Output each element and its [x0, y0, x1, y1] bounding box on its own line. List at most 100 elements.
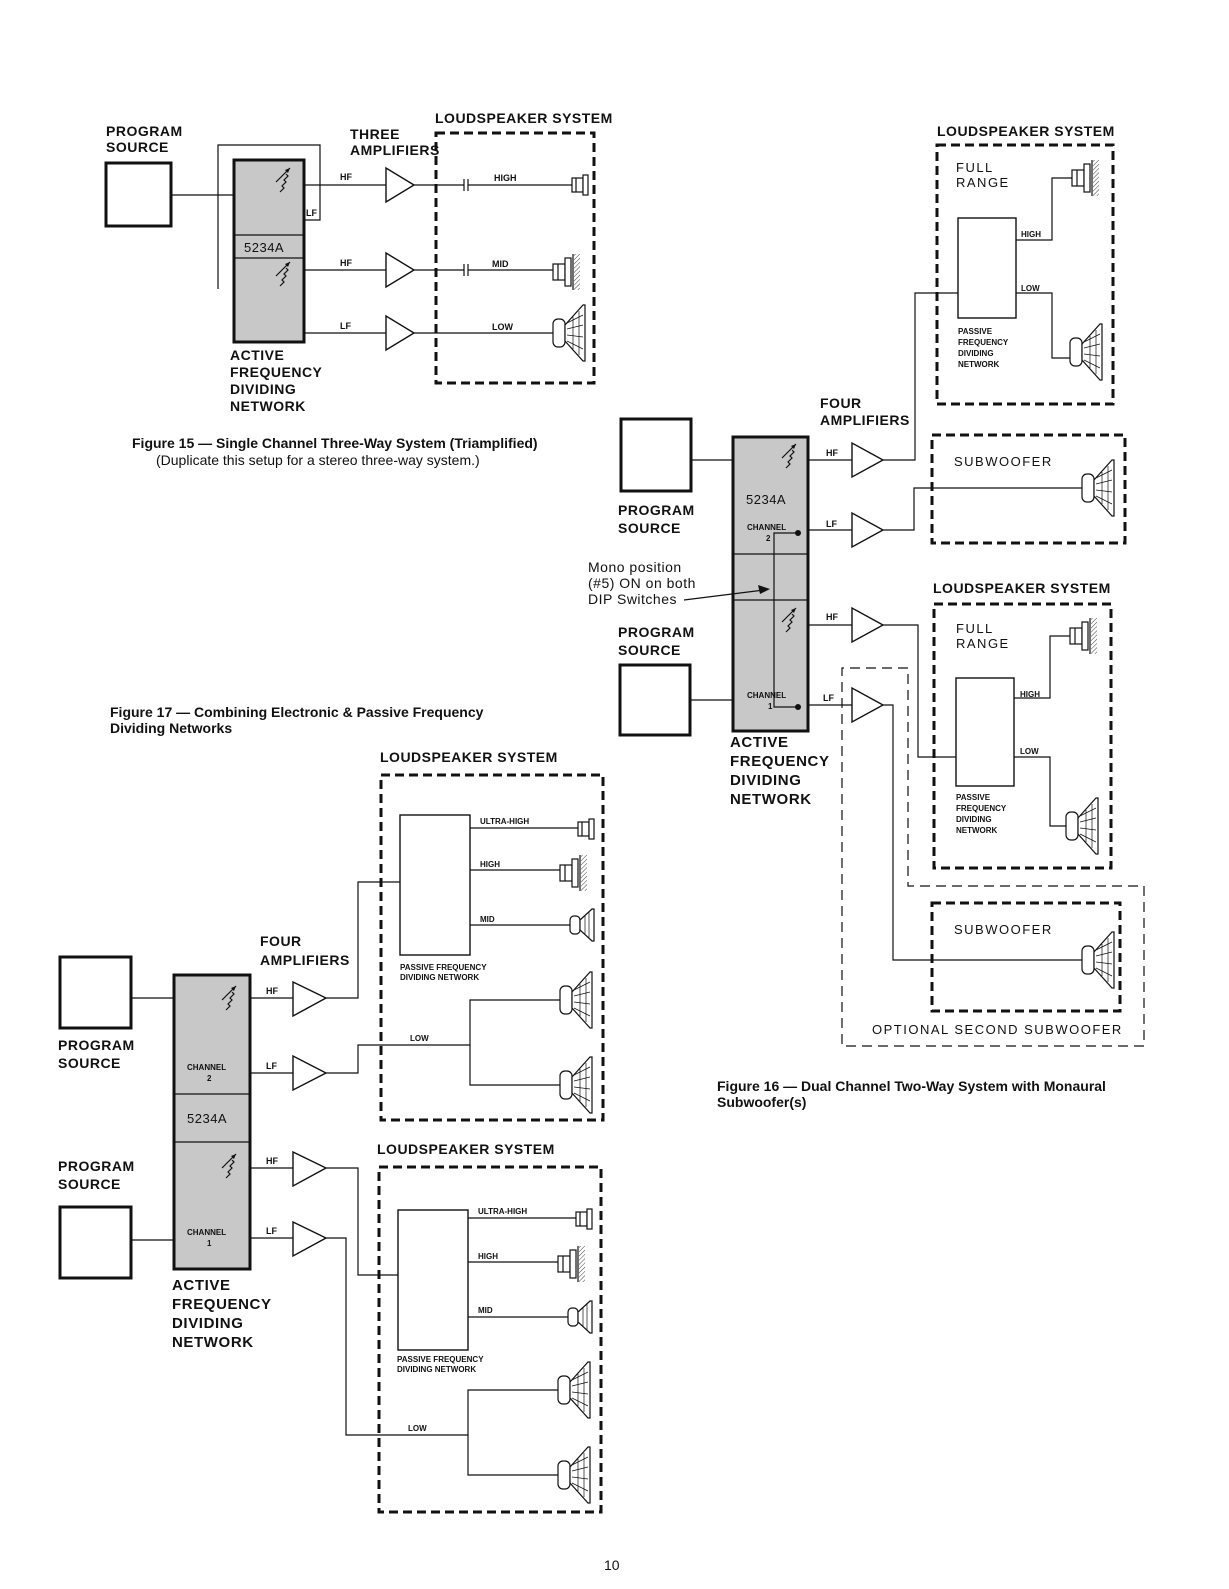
fig16-woofer-icon-1 — [1069, 323, 1103, 381]
fig15-model: 5234A — [244, 240, 284, 255]
fig17-four-label: FOUR — [260, 933, 302, 949]
fig16-program-source-box-1 — [619, 417, 693, 493]
fig16-channel2-num: 2 — [766, 534, 771, 543]
fig16-full-range-2a: FULL — [956, 621, 994, 636]
fig17-passive-label-2b: DIVIDING NETWORK — [397, 1365, 476, 1374]
fig16-caption-2: Subwoofer(s) — [717, 1094, 806, 1110]
fig17-amplifiers-label: AMPLIFIERS — [260, 952, 350, 968]
fig16-mono-note-2: (#5) ON on both — [588, 575, 696, 591]
fig17-ultra-tweeter-2 — [575, 1208, 593, 1230]
fig17-channel2-label: CHANNEL — [187, 1063, 226, 1072]
fig16-mono-note-1: Mono position — [588, 559, 682, 575]
fig17-woofer-1b — [559, 1056, 593, 1114]
fig16-loudspeaker-system-label-1: LOUDSPEAKER SYSTEM — [937, 123, 1115, 139]
fig17-high-driver-2 — [557, 1245, 586, 1283]
fig17-passive-box-1 — [399, 814, 471, 956]
fig17-network-label-1: ACTIVE — [172, 1277, 231, 1294]
fig17-low-label-1: LOW — [410, 1034, 429, 1043]
fig17-channel2-num: 2 — [207, 1074, 212, 1083]
figure-17: Figure 17 — Combining Electronic & Passi… — [58, 704, 605, 1514]
fig16-full-range-1a: FULL — [956, 160, 994, 175]
fig15-tweeter-icon — [571, 174, 589, 196]
fig16-program-label-2b: SOURCE — [618, 642, 681, 658]
fig16-passive-label-2d: NETWORK — [956, 826, 998, 835]
fig16-channel2-label: CHANNEL — [747, 523, 786, 532]
fig17-lf-label-1: LF — [266, 1061, 277, 1071]
fig16-program-source-box-2 — [618, 663, 692, 737]
fig17-hf-label-2: HF — [266, 1156, 278, 1166]
fig15-program-source-label-2: SOURCE — [106, 139, 169, 155]
fig17-loudspeaker-system-label-1: LOUDSPEAKER SYSTEM — [380, 749, 558, 765]
fig15-hf-label-2: HF — [340, 258, 352, 268]
fig16-passive-box-2 — [955, 677, 1015, 787]
fig16-passive-label-2b: FREQUENCY — [956, 804, 1007, 813]
fig17-lf-label-2: LF — [266, 1226, 277, 1236]
fig17-amplifier-2 — [292, 1054, 328, 1092]
fig16-channel1-label: CHANNEL — [747, 691, 786, 700]
fig15-active-network-box — [232, 158, 306, 344]
fig16-amplifier-4 — [851, 686, 885, 724]
fig17-network-label-3: DIVIDING — [172, 1315, 243, 1332]
fig16-low-label-2: LOW — [1020, 747, 1039, 756]
fig15-network-label-4: NETWORK — [230, 398, 306, 414]
fig17-program-label-2a: PROGRAM — [58, 1158, 135, 1174]
fig17-passive-label-2a: PASSIVE FREQUENCY — [397, 1355, 484, 1364]
fig16-subwoofer-label-1: SUBWOOFER — [954, 454, 1053, 469]
fig15-network-label-1: ACTIVE — [230, 347, 284, 363]
page-number: 10 — [604, 1557, 620, 1573]
fig16-channel1-num: 1 — [768, 702, 773, 711]
fig16-woofer-icon-2 — [1065, 797, 1099, 855]
fig16-network-label-4: NETWORK — [730, 791, 812, 808]
fig17-high-driver-1 — [559, 854, 588, 892]
fig16-high-label-2: HIGH — [1020, 690, 1040, 699]
fig17-program-label-1a: PROGRAM — [58, 1037, 135, 1053]
fig15-lf-label: LF — [340, 321, 351, 331]
fig17-network-label-2: FREQUENCY — [172, 1296, 272, 1313]
fig15-amplifier-3 — [385, 314, 416, 352]
fig16-subwoofer-enclosure-2 — [930, 901, 1122, 1013]
fig17-high-label-2: HIGH — [478, 1252, 498, 1261]
fig16-full-range-1b: RANGE — [956, 175, 1010, 190]
fig15-mid-label: MID — [492, 259, 509, 269]
fig16-loudspeaker-system-label-2: LOUDSPEAKER SYSTEM — [933, 580, 1111, 596]
fig16-subwoofer-label-2: SUBWOOFER — [954, 922, 1053, 937]
fig15-program-source-label: PROGRAM — [106, 123, 183, 139]
fig17-program-source-box-1 — [58, 955, 133, 1030]
fig16-high-label-1: HIGH — [1021, 230, 1041, 239]
fig15-woofer-icon — [552, 304, 586, 362]
fig17-amplifier-4 — [292, 1220, 328, 1258]
fig16-loudspeaker-enclosure-1 — [935, 143, 1115, 406]
fig17-mid-cone-2 — [567, 1300, 593, 1334]
fig17-channel1-label: CHANNEL — [187, 1228, 226, 1237]
fig16-loudspeaker-enclosure-2 — [932, 602, 1113, 870]
fig17-caption-2: Dividing Networks — [110, 720, 232, 736]
fig16-passive-box-1 — [957, 217, 1017, 319]
fig16-mono-note-3: DIP Switches — [588, 591, 677, 607]
fig16-passive-label-1a: PASSIVE — [958, 327, 993, 336]
fig16-four-label: FOUR — [820, 395, 862, 411]
fig17-mid-label-1: MID — [480, 915, 495, 924]
fig17-loudspeaker-system-label-2: LOUDSPEAKER SYSTEM — [377, 1141, 555, 1157]
fig15-amplifiers-label-2: AMPLIFIERS — [350, 142, 440, 158]
fig15-caption-sub: (Duplicate this setup for a stereo three… — [156, 452, 480, 468]
fig16-passive-label-1d: NETWORK — [958, 360, 1000, 369]
fig17-mid-label-2: MID — [478, 1306, 493, 1315]
figure-15: PROGRAM SOURCE LF 5234A THREE AMPLIFIERS… — [104, 110, 612, 468]
fig16-passive-label-2a: PASSIVE — [956, 793, 991, 802]
fig16-full-range-2b: RANGE — [956, 636, 1010, 651]
fig17-loudspeaker-enclosure-1 — [379, 773, 605, 1122]
fig15-amplifiers-label: THREE — [350, 126, 400, 142]
fig16-amplifier-1 — [851, 441, 885, 479]
fig17-amplifier-1 — [292, 980, 328, 1018]
fig17-network-label-4: NETWORK — [172, 1334, 254, 1351]
fig16-passive-label-1c: DIVIDING — [958, 349, 994, 358]
fig16-subwoofer-icon-1 — [1081, 459, 1115, 517]
fig17-channel1-num: 1 — [207, 1239, 212, 1248]
fig16-optional-outline — [841, 667, 1145, 1047]
fig17-woofer-1a — [559, 971, 593, 1029]
fig16-passive-label-2c: DIVIDING — [956, 815, 992, 824]
fig17-passive-label-1a: PASSIVE FREQUENCY — [400, 963, 487, 972]
fig17-loudspeaker-enclosure-2 — [377, 1165, 603, 1514]
fig17-mid-cone-1 — [569, 908, 595, 942]
